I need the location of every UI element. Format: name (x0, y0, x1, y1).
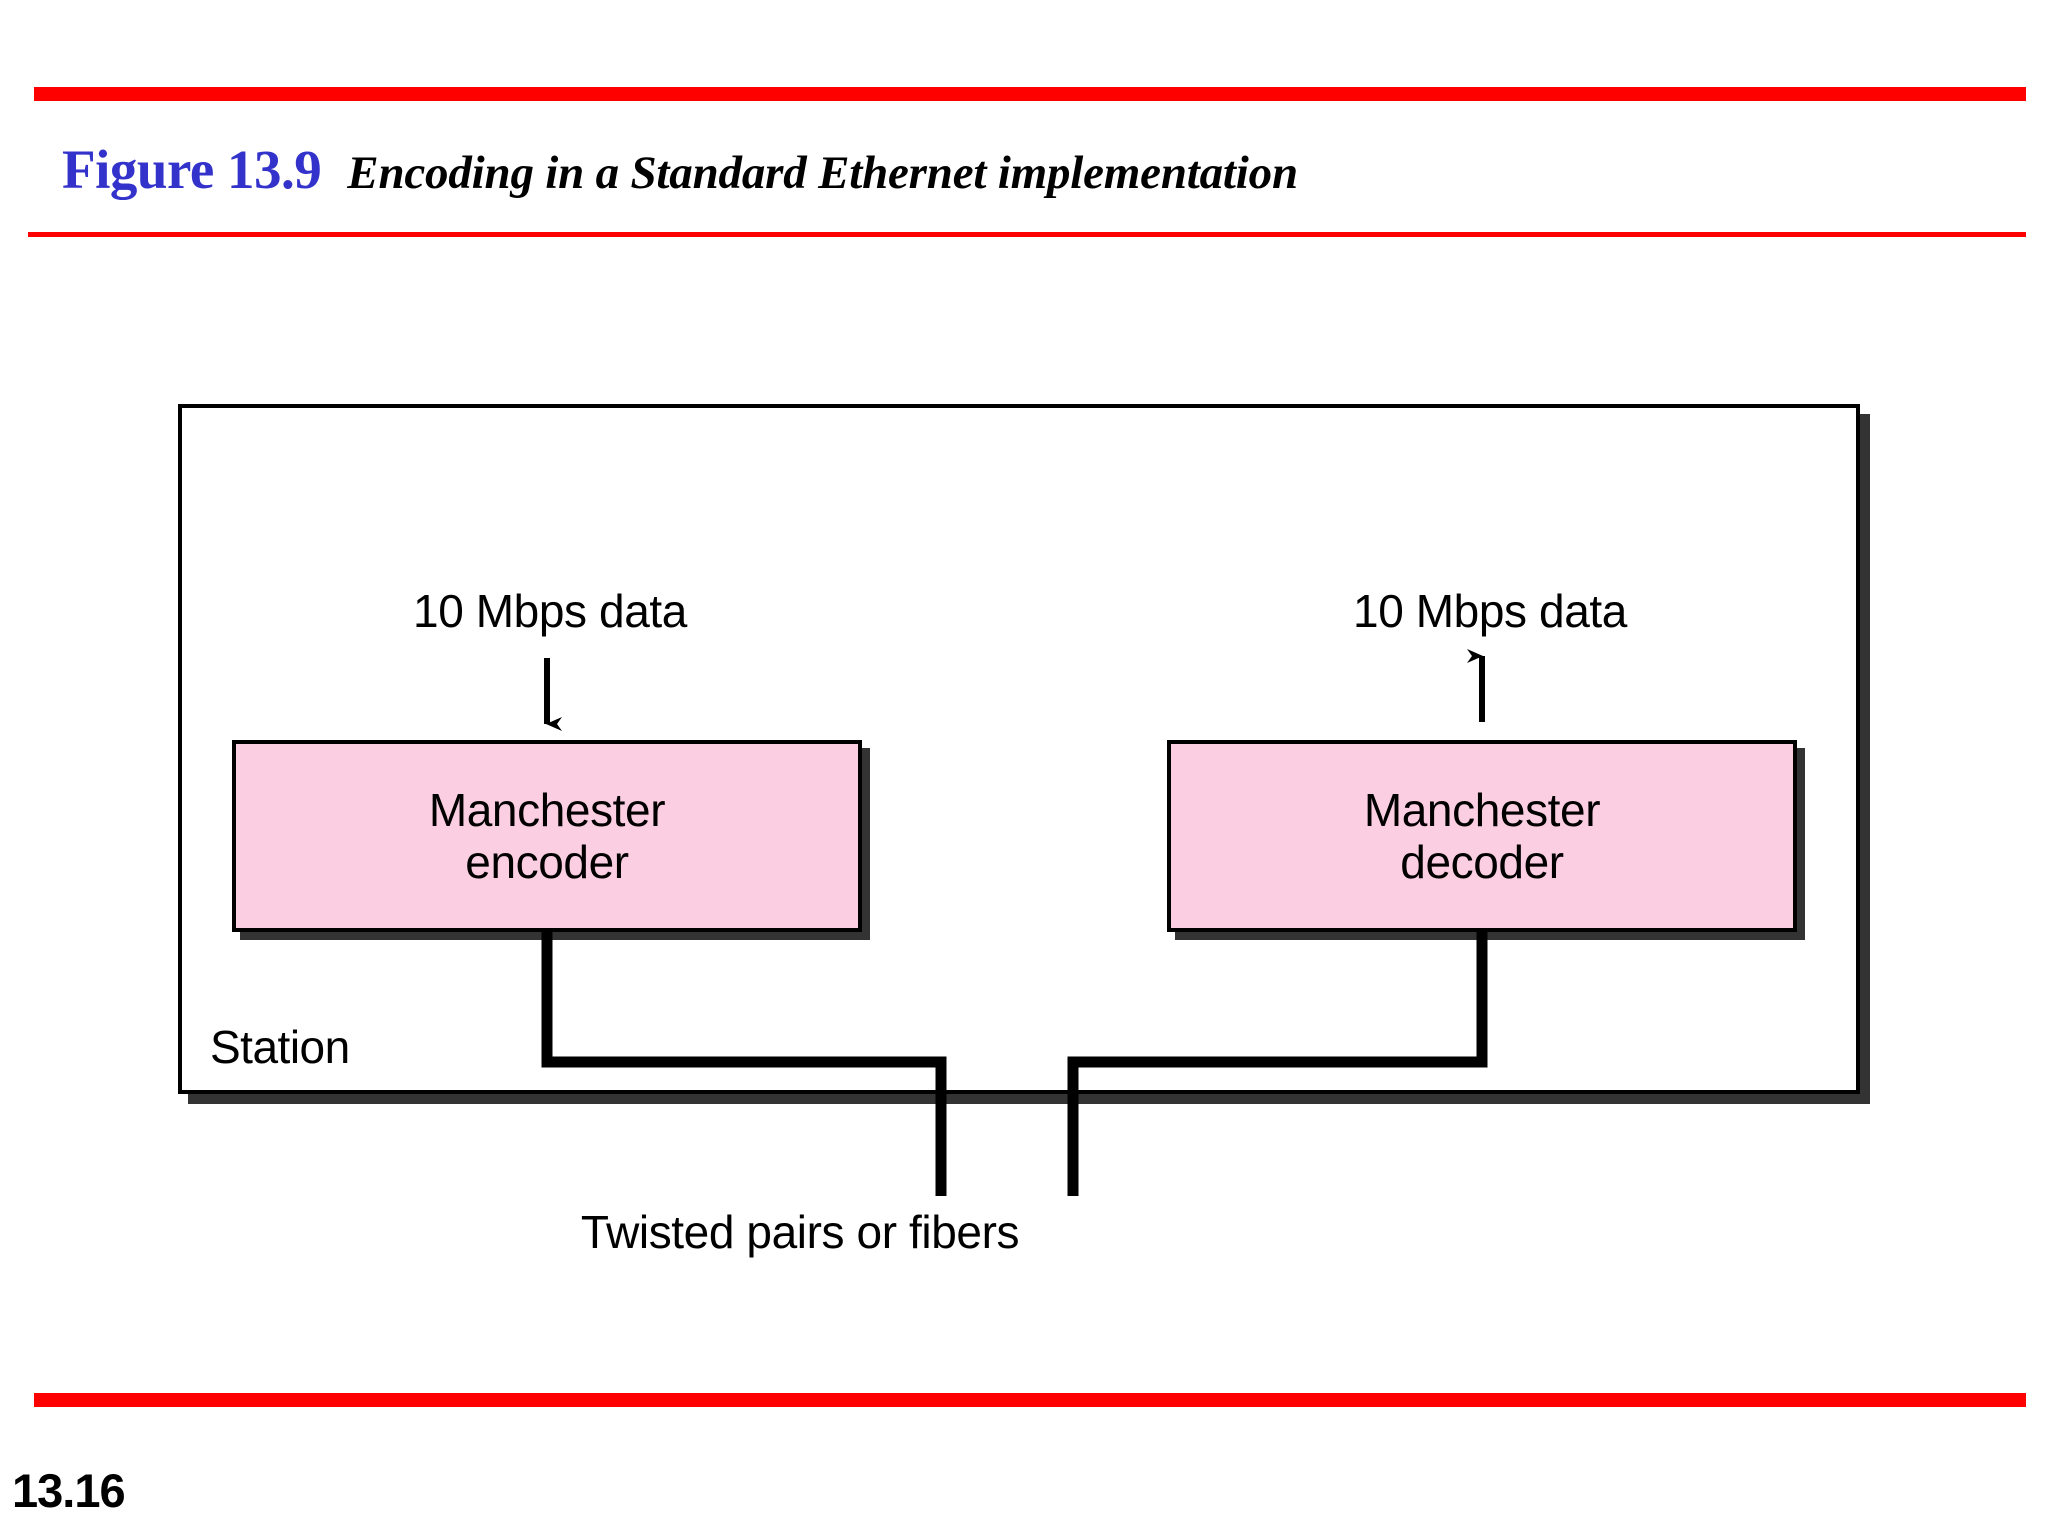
figure-caption-text: Encoding in a Standard Ethernet implemen… (347, 147, 1298, 199)
transmission-media-label: Twisted pairs or fibers (580, 1206, 1020, 1258)
station-label: Station (210, 1021, 350, 1073)
title-underline-rule (28, 232, 2026, 237)
bottom-red-rule (34, 1393, 2026, 1407)
encoder-label-line-1: Manchester (428, 783, 666, 836)
encoder-label-line-2: encoder (465, 836, 629, 888)
decoder-label-line-1: Manchester (1363, 783, 1601, 836)
manchester-decoder-box: Manchester decoder (1167, 740, 1797, 932)
figure-number-label: Figure 13.9 (62, 139, 322, 200)
manchester-encoder-box: Manchester encoder (232, 740, 862, 932)
top-red-rule (34, 87, 2026, 101)
output-data-rate-label: 10 Mbps data (1353, 585, 1627, 637)
figure-title: Figure 13.9 Encoding in a Standard Ether… (62, 138, 1298, 208)
decoder-label-line-2: decoder (1400, 836, 1564, 888)
slide-number: 13.16 (12, 1464, 126, 1517)
input-data-rate-label: 10 Mbps data (413, 585, 687, 637)
